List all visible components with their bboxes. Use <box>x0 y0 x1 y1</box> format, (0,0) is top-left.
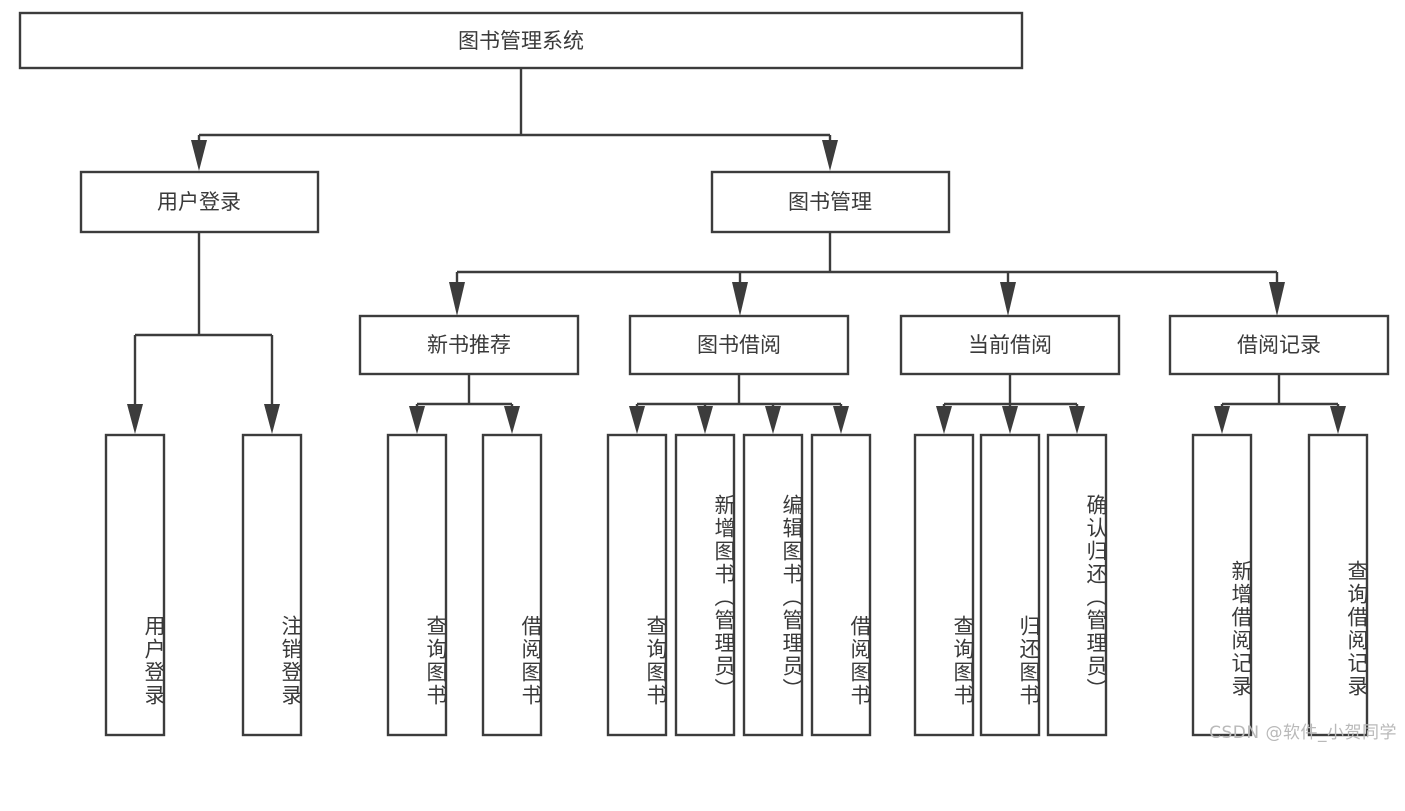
arrow-book-borrow-leaf-4 <box>833 406 849 434</box>
arrow-book-borrow-leaf-3 <box>765 406 781 434</box>
arrow-root-to-user-login <box>191 140 207 171</box>
leaf-box-book-borrow-2[interactable] <box>674 433 736 737</box>
edges-layer <box>127 68 1346 434</box>
arrow-book-borrow-leaf-2 <box>697 406 713 434</box>
node-root-box[interactable] <box>18 11 1024 70</box>
leaf-box-book-borrow-1[interactable] <box>606 433 668 737</box>
arrow-to-borrow-record <box>1269 282 1285 316</box>
node-new-book-recommend-label: 新书推荐 <box>427 333 511 357</box>
leaf-box-user-login-1[interactable] <box>104 433 166 737</box>
node-borrow-record-box[interactable] <box>1168 314 1390 376</box>
arrow-current-borrow-leaf-1 <box>936 406 952 434</box>
node-book-mgmt-label: 图书管理 <box>788 190 872 214</box>
csdn-watermark: CSDN @软件_小贺同学 <box>1209 723 1397 743</box>
arrow-root-to-book-mgmt <box>822 140 838 171</box>
node-user-login-box[interactable] <box>79 170 320 234</box>
arrow-new-book-leaf-1 <box>409 406 425 434</box>
arrow-current-borrow-leaf-3 <box>1069 406 1085 434</box>
leaf-box-book-borrow-4[interactable] <box>810 433 872 737</box>
leaf-box-current-borrow-1[interactable] <box>913 433 975 737</box>
arrow-user-login-leaf-1 <box>127 404 143 434</box>
tree-diagram-svg: 图书管理系统 用户登录 图书管理 新书推荐 图书借阅 当前借阅 借阅记录 <box>18 11 1390 737</box>
arrow-user-login-leaf-2 <box>264 404 280 434</box>
leaf-box-current-borrow-2[interactable] <box>979 433 1041 737</box>
node-book-borrow-box[interactable] <box>628 314 850 376</box>
arrow-current-borrow-leaf-2 <box>1002 406 1018 434</box>
diagram-canvas: 图书管理系统 用户登录 图书管理 新书推荐 图书借阅 当前借阅 借阅记录 <box>18 11 1397 743</box>
leaf-box-user-login-2[interactable] <box>241 433 303 737</box>
node-book-mgmt-box[interactable] <box>710 170 951 234</box>
node-new-book-recommend-box[interactable] <box>358 314 580 376</box>
arrow-borrow-record-leaf-2 <box>1330 406 1346 434</box>
node-root-label: 图书管理系统 <box>458 29 584 53</box>
node-current-borrow-box[interactable] <box>899 314 1121 376</box>
leaf-box-new-book-1[interactable] <box>386 433 448 737</box>
leaf-box-borrow-record-2[interactable] <box>1307 433 1369 737</box>
leaf-box-book-borrow-3[interactable] <box>742 433 804 737</box>
leaf-box-current-borrow-3[interactable] <box>1046 433 1108 737</box>
node-book-borrow-label: 图书借阅 <box>697 333 781 357</box>
arrow-to-current-borrow <box>1000 282 1016 316</box>
arrow-book-borrow-leaf-1 <box>629 406 645 434</box>
arrow-borrow-record-leaf-1 <box>1214 406 1230 434</box>
arrow-to-book-borrow <box>732 282 748 316</box>
node-user-login-label: 用户登录 <box>157 190 241 214</box>
leaf-box-new-book-2[interactable] <box>481 433 543 737</box>
leaf-box-borrow-record-1[interactable] <box>1191 433 1253 737</box>
arrow-new-book-leaf-2 <box>504 406 520 434</box>
nodes-layer: 图书管理系统 用户登录 图书管理 新书推荐 图书借阅 当前借阅 借阅记录 <box>18 11 1390 737</box>
node-borrow-record-label: 借阅记录 <box>1237 333 1321 357</box>
arrow-to-new-book-recommend <box>449 282 465 316</box>
node-current-borrow-label: 当前借阅 <box>968 333 1052 357</box>
